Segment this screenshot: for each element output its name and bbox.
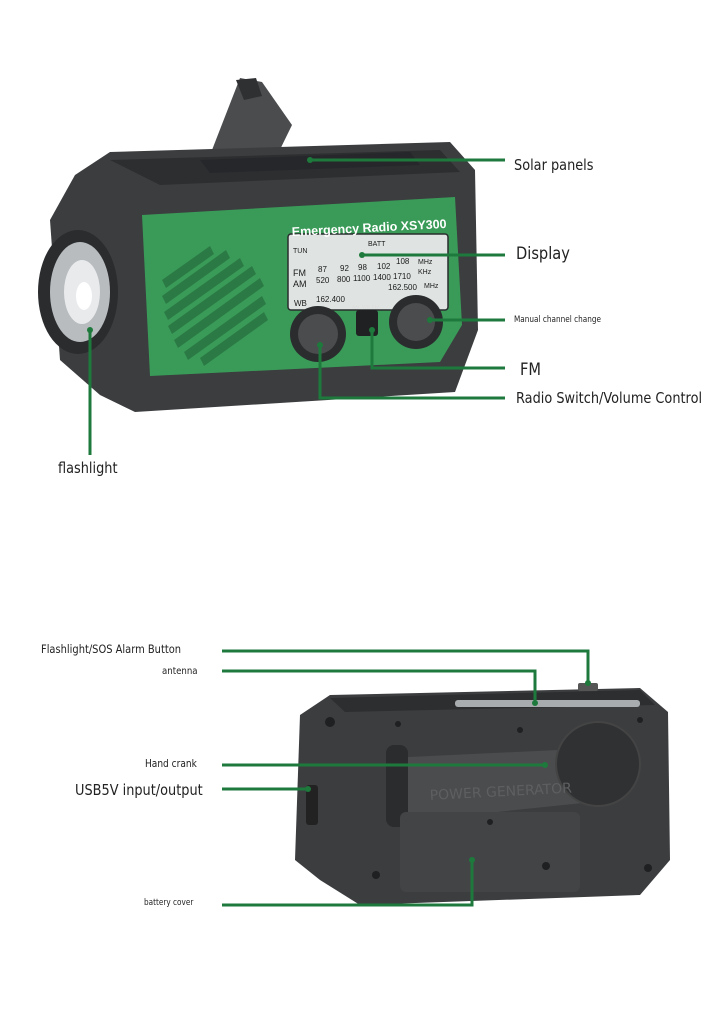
antenna-icon bbox=[455, 700, 640, 707]
label-flashlight: flashlight bbox=[58, 459, 118, 477]
label-radio-switch: Radio Switch/Volume Control bbox=[516, 389, 703, 407]
switch-label-am: AM bbox=[352, 305, 360, 311]
label-fm: FM bbox=[520, 360, 542, 380]
display-am-band: AM bbox=[293, 279, 307, 289]
callout-dots bbox=[87, 157, 591, 863]
display-fm-92: 92 bbox=[340, 264, 349, 273]
flashlight-icon bbox=[38, 230, 118, 354]
display-wb-band: WB bbox=[294, 299, 307, 308]
battery-cover-icon bbox=[400, 812, 580, 892]
display-am-520: 520 bbox=[316, 276, 330, 285]
display-am-1400: 1400 bbox=[373, 273, 391, 282]
display-fm-band: FM bbox=[293, 268, 306, 278]
back-radio-image bbox=[295, 683, 670, 905]
screws bbox=[325, 717, 652, 879]
label-battery-cover: battery cover bbox=[144, 898, 194, 908]
band-switch bbox=[356, 310, 378, 336]
display-am-1710: 1710 bbox=[393, 272, 411, 281]
power-generator-text: POWER GENERATOR bbox=[429, 781, 572, 804]
display-am-1100: 1100 bbox=[353, 274, 371, 283]
display-wb-start: 162.400 bbox=[316, 295, 345, 304]
switch-label-fm: FM bbox=[372, 305, 379, 311]
display-wb-unit: MHz bbox=[424, 283, 439, 290]
speaker-grille bbox=[162, 246, 268, 366]
tuning-knob-icon bbox=[389, 295, 443, 349]
label-antenna: antenna bbox=[162, 666, 198, 677]
display-fm-unit: MHz bbox=[418, 259, 433, 266]
usb-port-icon bbox=[306, 785, 318, 825]
display-batt: BATT bbox=[368, 241, 386, 248]
front-radio-image bbox=[38, 78, 478, 412]
display-readout: TUN BATT FM 87 92 98 102 108 MHz AM 520 … bbox=[293, 241, 439, 311]
display-fm-98: 98 bbox=[358, 263, 367, 272]
label-sos-button: Flashlight/SOS Alarm Button bbox=[41, 642, 182, 656]
display-fm-102: 102 bbox=[377, 262, 391, 271]
label-hand-crank: Hand crank bbox=[145, 758, 197, 770]
label-display: Display bbox=[516, 244, 570, 264]
display-am-800: 800 bbox=[337, 275, 351, 284]
sos-button-icon bbox=[578, 683, 598, 691]
switch-label-wb: WB bbox=[362, 305, 371, 311]
callout-lines bbox=[88, 158, 590, 907]
label-solar-panels: Solar panels bbox=[514, 156, 594, 174]
display-am-unit: KHz bbox=[418, 269, 432, 276]
display-wb-end: 162.500 bbox=[388, 283, 417, 292]
crank-handle-icon bbox=[205, 78, 292, 170]
label-manual-channel-change: Manual channel change bbox=[514, 315, 602, 325]
volume-knob-icon bbox=[290, 306, 346, 362]
label-usb: USB5V input/output bbox=[75, 781, 203, 799]
display-fm-108: 108 bbox=[396, 257, 410, 266]
display-tun: TUN bbox=[293, 248, 307, 255]
display-fm-87: 87 bbox=[318, 265, 327, 274]
